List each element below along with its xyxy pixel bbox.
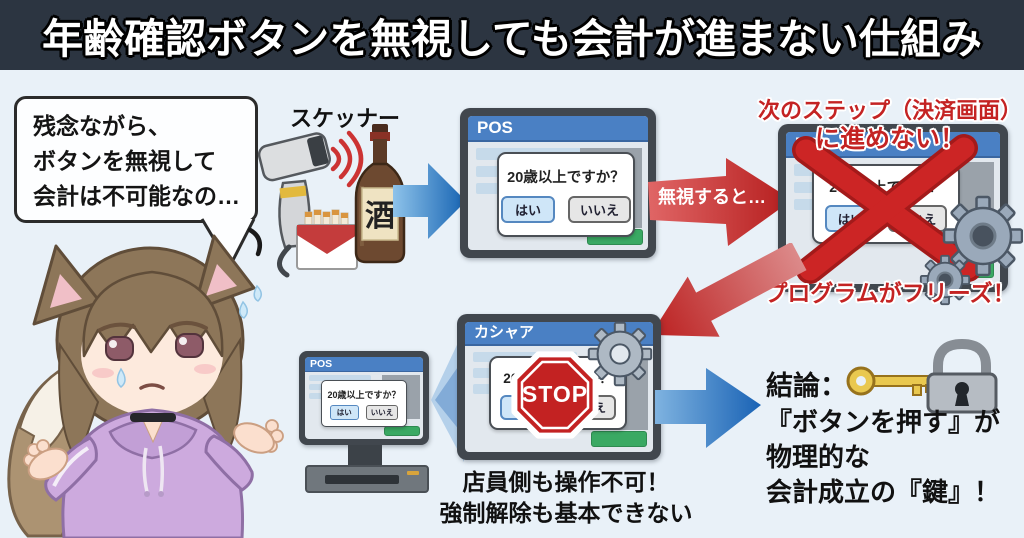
cat-ear-left — [32, 244, 102, 326]
wireless-arcs-icon — [330, 130, 364, 188]
sweat-drop — [116, 367, 126, 388]
freeze-caption: プログラムがフリーズ！ — [764, 280, 1016, 306]
brand-mark — [407, 471, 419, 475]
age-check-dialog: 20歳以上ですか？ はい いいえ — [321, 380, 407, 427]
conclusion-line: 結論： — [766, 371, 847, 401]
right-arm — [204, 419, 284, 492]
disk-slot — [325, 475, 399, 484]
left-arm — [23, 436, 98, 502]
padlock-icon — [926, 338, 998, 414]
pos-screen-title: POS — [305, 357, 423, 372]
conclusion-arrow-icon — [655, 368, 761, 448]
speech-line: 残念ながら、 — [33, 113, 171, 139]
warning-line: に進めない！ — [814, 125, 965, 153]
speech-line: ボタンを無視して — [33, 148, 217, 174]
gear-icon — [942, 195, 1023, 277]
monitor-stand — [348, 445, 382, 467]
staff-caption: 店員側も操作不可！ 強制解除も基本できない — [432, 467, 700, 529]
next-step-warning: 次のステップ（決済画面） に進めない！ — [758, 97, 1022, 154]
stop-label: STOP — [522, 381, 588, 407]
arrow-right-icon — [393, 163, 466, 239]
ignore-arrow-label: 無視すると… — [658, 187, 766, 207]
ignore-arrow-icon — [648, 158, 792, 246]
conclusion-line: 会計成立の『鍵』！ — [766, 477, 1001, 507]
drawstrings — [142, 445, 165, 497]
cat-ear-right — [192, 234, 256, 312]
eyebrows — [98, 321, 208, 332]
list-row — [309, 393, 331, 399]
list-row — [476, 166, 516, 177]
pos-base-unit — [305, 465, 429, 493]
pos-screen-mini: POS 20歳以上ですか？ はい いいえ — [305, 357, 423, 439]
stop-sign-icon: STOP — [511, 351, 599, 439]
list-row — [476, 183, 516, 194]
gear-icon — [587, 321, 653, 387]
staff-line: 強制解除も基本できない — [439, 500, 693, 526]
conclusion-line: 物理的な — [766, 442, 871, 472]
page-title: 年齢確認ボタンを無視しても会計が進まない仕組み — [42, 16, 982, 62]
flying-sweat — [239, 284, 262, 319]
gears-icon — [919, 195, 1023, 306]
yes-button: はい — [500, 196, 555, 223]
no-button: いいえ — [365, 404, 399, 420]
surprise-mark — [247, 227, 262, 257]
character-illustration — [7, 227, 284, 538]
speech-line: 会計は不可能なの… — [33, 183, 240, 209]
conclusion-line: 『ボタンを押す』が — [766, 407, 1001, 437]
mouth — [139, 383, 165, 390]
staff-line: 店員側も操作不可！ — [462, 469, 670, 495]
sake-bottle-icon: 酒 — [354, 124, 406, 264]
eyes — [105, 333, 204, 361]
yes-button: はい — [329, 404, 359, 420]
zoom-beam — [431, 330, 464, 462]
gear-icon — [919, 254, 971, 306]
confirm-button — [591, 431, 647, 447]
pos-terminal-screen: POS 20歳以上ですか？ はい いいえ — [460, 108, 656, 258]
sake-label: 酒 — [365, 200, 395, 233]
no-button: いいえ — [568, 196, 632, 223]
title-bar: 年齢確認ボタンを無視しても会計が進まない仕組み — [0, 0, 1024, 70]
barcode-scanner-icon — [257, 130, 364, 278]
choker — [130, 413, 176, 422]
pos-screen-title: POS — [468, 116, 648, 142]
blush-right — [194, 364, 216, 374]
list-row — [309, 384, 331, 390]
freeze-arrow-icon — [650, 243, 807, 337]
red-x-icon — [792, 134, 982, 284]
age-check-dialog: 20歳以上ですか？ はい いいえ — [497, 152, 635, 237]
warning-line: 次のステップ（決済画面） — [758, 98, 1023, 123]
pos-screen: POS 20歳以上ですか？ はい いいえ — [468, 116, 648, 250]
confirm-button — [384, 426, 420, 436]
age-question: 20歳以上ですか？ — [327, 389, 401, 400]
speech-bubble: 残念ながら、 ボタンを無視して 会計は不可能なの… — [14, 96, 258, 223]
list-row — [309, 375, 371, 381]
blush-left — [92, 368, 114, 378]
age-question: 20歳以上ですか？ — [507, 170, 625, 186]
pos-monitor: POS 20歳以上ですか？ はい いいえ — [299, 351, 429, 445]
conclusion-block: 結論： 『ボタンを押す』が 物理的な 会計成立の『鍵』！ — [766, 368, 1000, 510]
